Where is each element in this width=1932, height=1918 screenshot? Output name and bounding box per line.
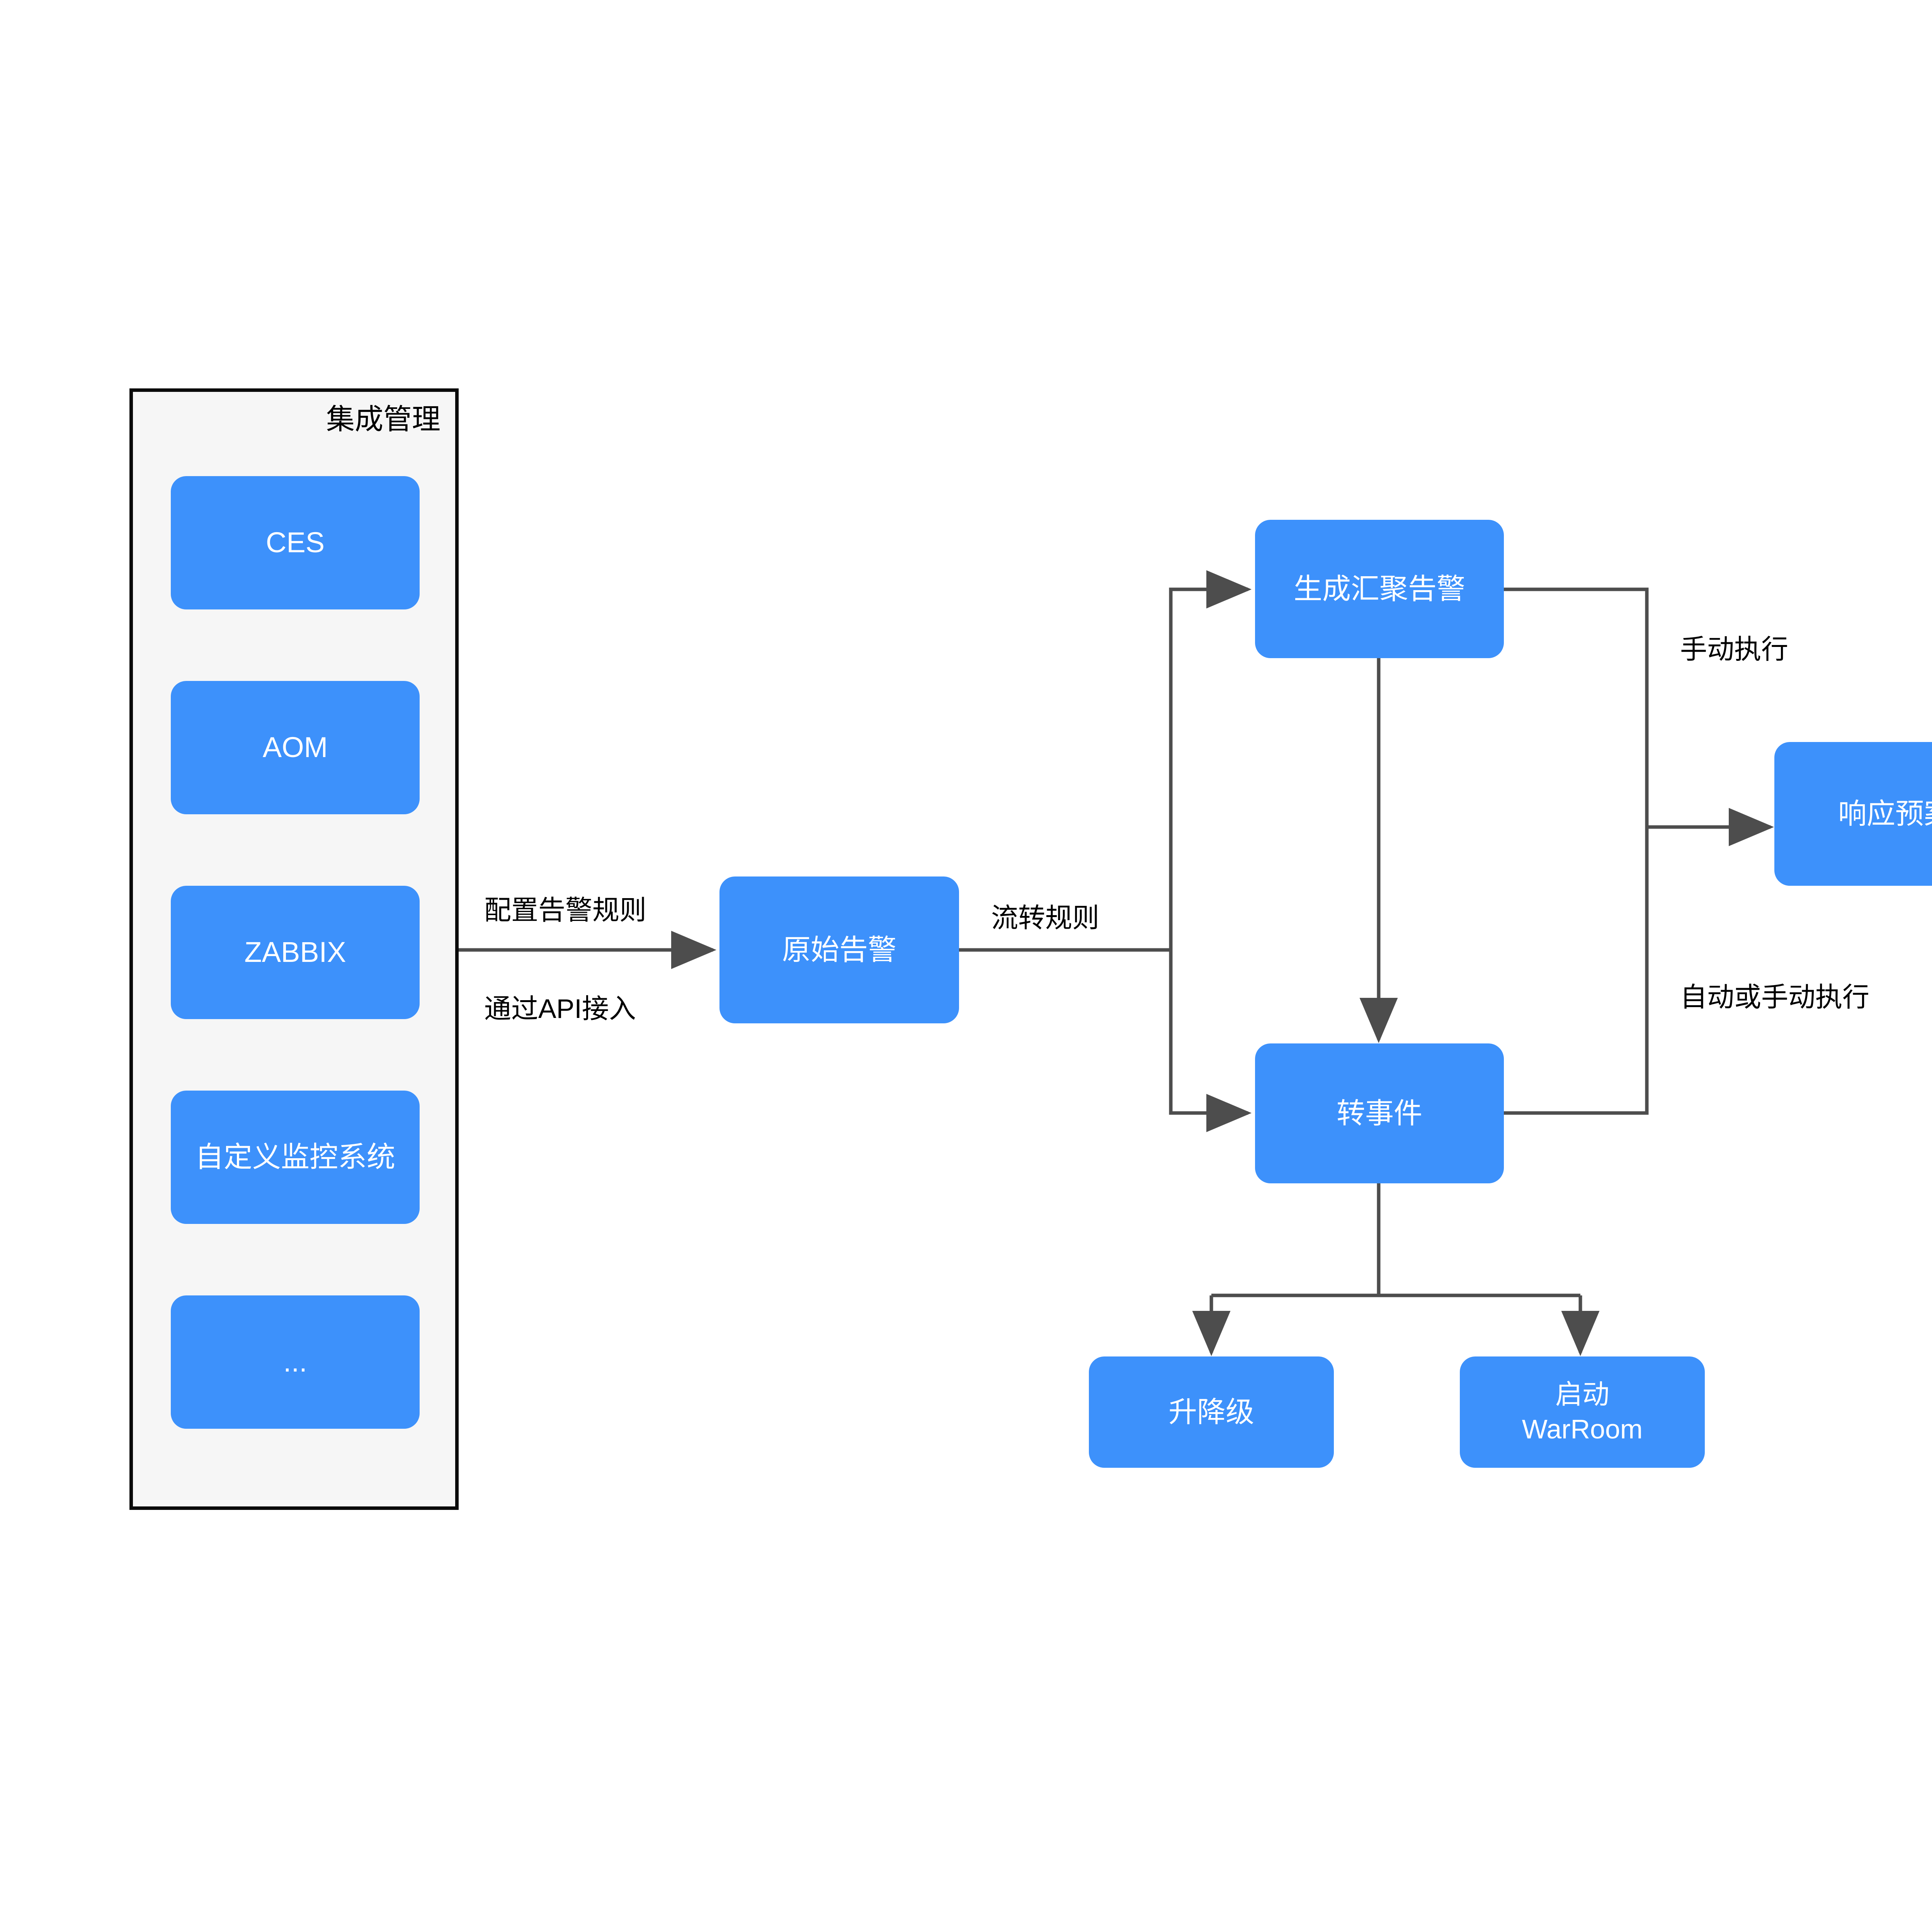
edge-split-rail-up <box>1169 570 1252 950</box>
panel-item-zabbix[interactable]: ZABBIX <box>171 886 420 1019</box>
node-aggregated-alarm[interactable]: 生成汇聚告警 <box>1255 520 1504 658</box>
edge-label-manual-execute: 手动执行 <box>1680 634 1788 664</box>
edge-incident-to-right-rail <box>1504 827 1649 1115</box>
edge-label-flow-rule: 流转规则 <box>991 903 1099 933</box>
node-to-incident[interactable]: 转事件 <box>1255 1043 1504 1183</box>
edge-split-rail-down <box>1169 950 1252 1132</box>
edge-label-auto-or-manual-execute: 自动或手动执行 <box>1680 982 1869 1012</box>
panel-item-aom[interactable]: AOM <box>171 681 420 814</box>
edge-aggregated-to-right-rail <box>1504 587 1649 827</box>
panel-title: 集成管理 <box>326 403 440 435</box>
panel-item-more[interactable]: ... <box>171 1295 420 1429</box>
node-escalation[interactable]: 升降级 <box>1089 1356 1334 1468</box>
edge-label-api-access: 通过API接入 <box>484 994 636 1024</box>
node-start-warroom[interactable]: 启动 WarRoom <box>1460 1356 1705 1468</box>
panel-item-custom-monitor-system[interactable]: 自定义监控系统 <box>171 1091 420 1224</box>
node-raw-alarm[interactable]: 原始告警 <box>719 876 959 1023</box>
panel-item-ces[interactable]: CES <box>171 476 420 609</box>
node-response-plan[interactable]: 响应预案 <box>1774 742 1932 886</box>
edge-label-configure-alarm-rule: 配置告警规则 <box>484 895 646 925</box>
